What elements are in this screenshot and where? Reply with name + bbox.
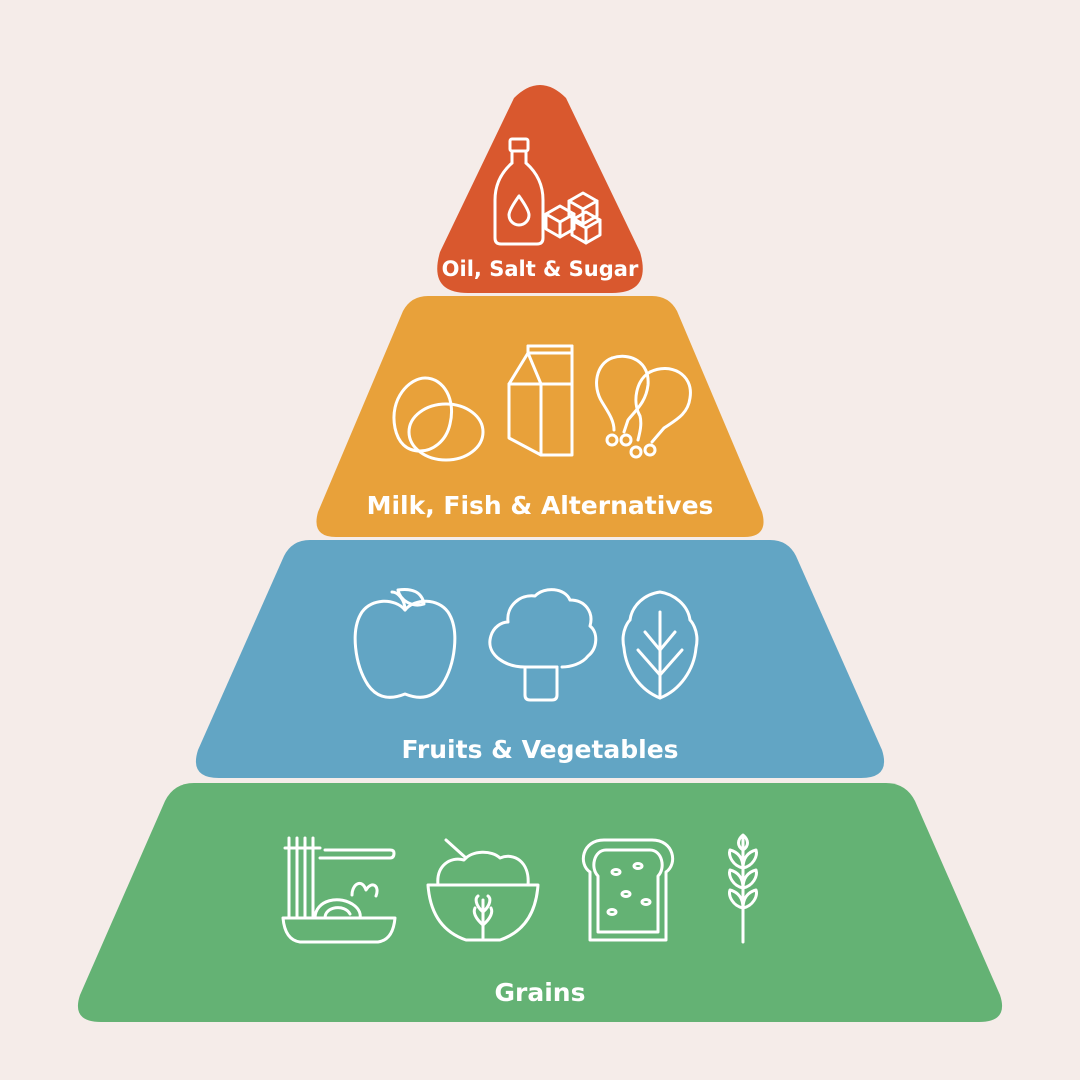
noodles-icon <box>281 836 397 944</box>
bread-slice-icon <box>581 838 675 942</box>
milk-carton-icon <box>507 344 574 457</box>
tier-grains-label: Grains <box>495 978 586 1007</box>
oil-bottle-icon <box>493 137 545 246</box>
tier-milk-fish-alternatives-label: Milk, Fish & Alternatives <box>367 491 714 520</box>
apple-icon <box>353 588 457 699</box>
rice-bowl-icon <box>426 838 540 942</box>
tier-fruits-vegetables: Fruits & Vegetables <box>195 540 885 778</box>
wheat-icon <box>728 833 758 944</box>
tier-oil-salt-sugar: Oil, Salt & Sugar <box>437 85 643 293</box>
tier-grains-shape <box>77 783 1003 1022</box>
tier-oil-salt-sugar-label: Oil, Salt & Sugar <box>442 257 639 281</box>
lettuce-icon <box>621 590 699 700</box>
sugar-cubes-icon <box>544 191 602 245</box>
tier-milk-fish-alternatives: Milk, Fish & Alternatives <box>316 296 764 537</box>
chicken-drumsticks-icon <box>595 354 692 459</box>
tier-fruits-vegetables-label: Fruits & Vegetables <box>401 735 678 764</box>
tier-fruits-vegetables-shape <box>195 540 885 778</box>
tier-grains: Grains <box>77 783 1003 1022</box>
broccoli-icon <box>488 588 598 702</box>
eggs-icon <box>392 376 485 462</box>
